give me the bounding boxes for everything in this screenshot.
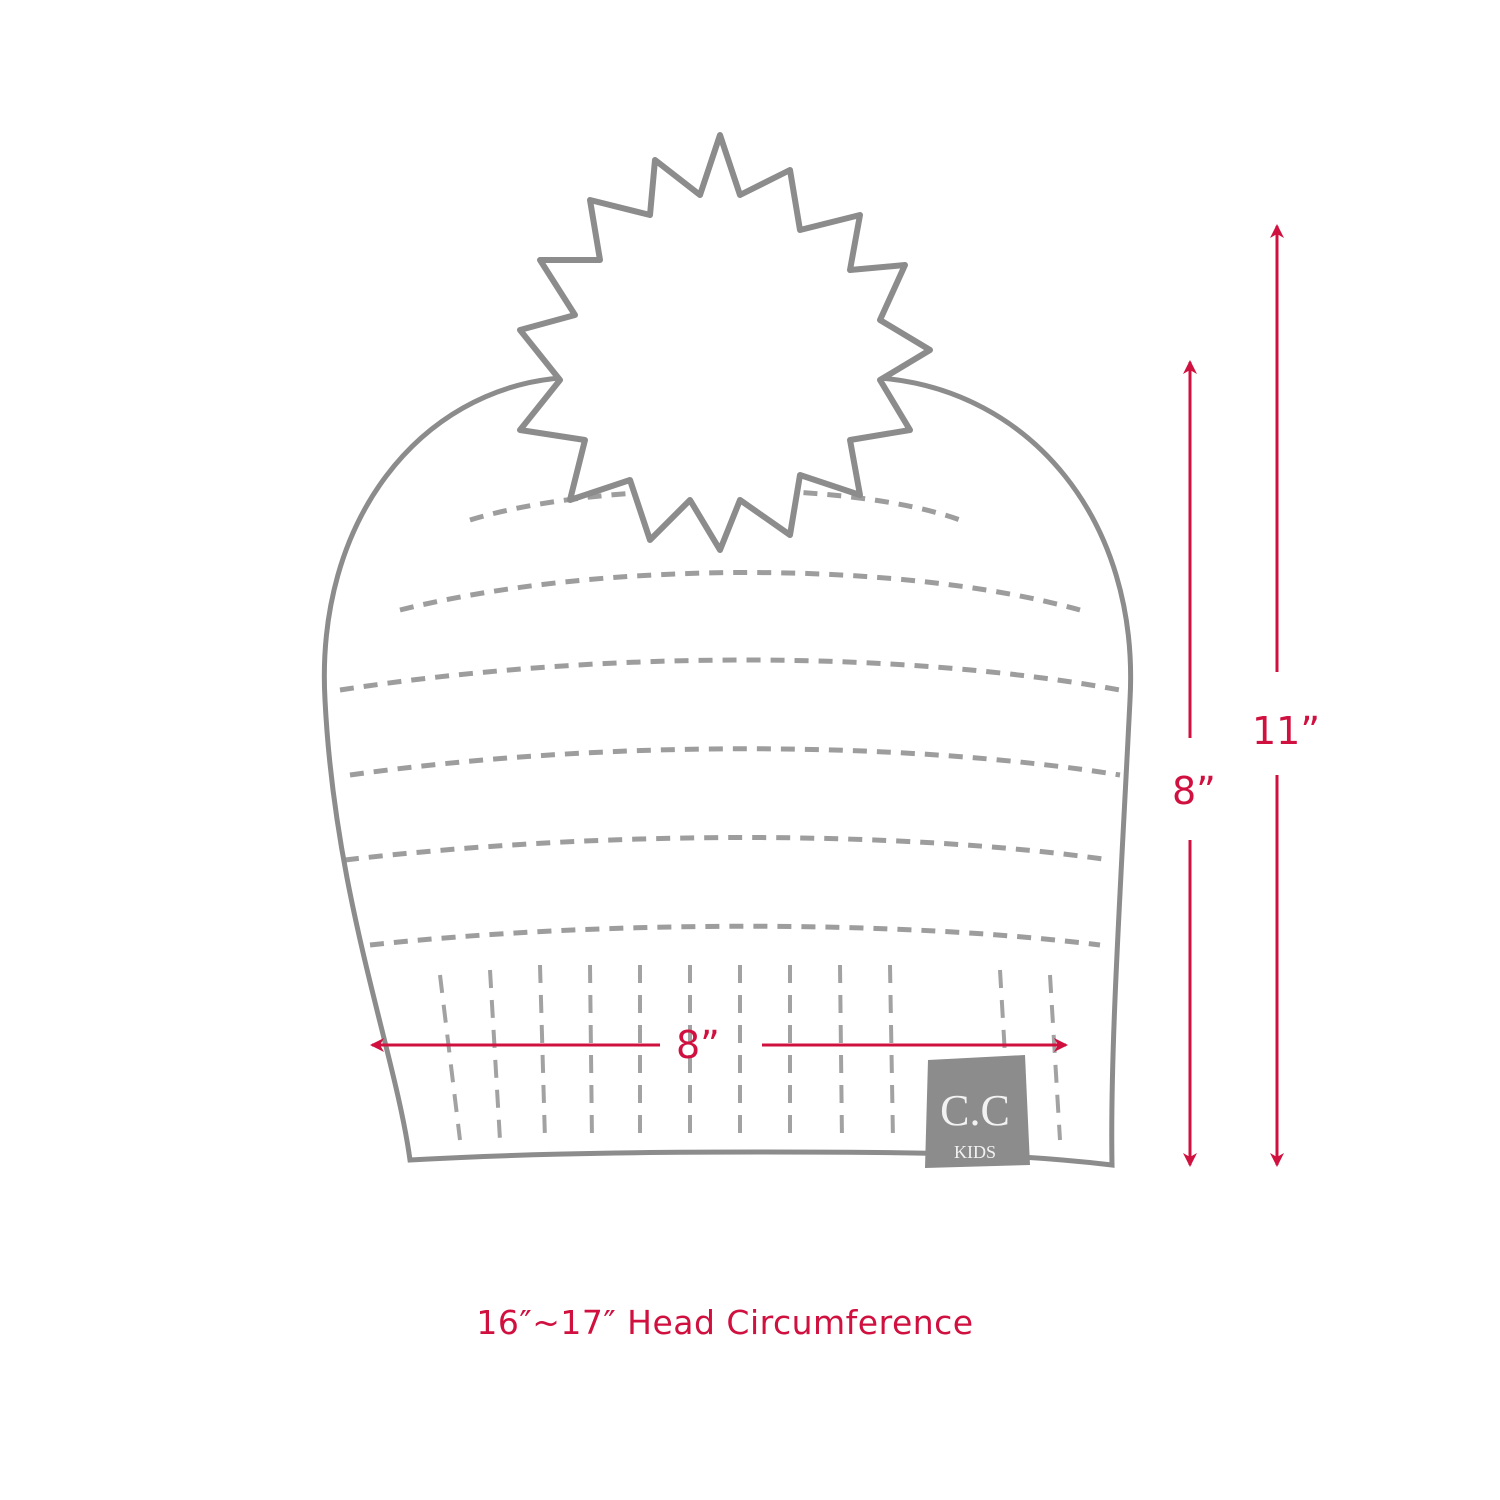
knit-texture bbox=[339, 487, 1121, 948]
total-height-label: 11” bbox=[1252, 709, 1321, 753]
dimension-arrows bbox=[370, 224, 1284, 1167]
cc-kids-logo: C.C KIDS bbox=[925, 1055, 1030, 1168]
pom-pom bbox=[517, 132, 933, 553]
rib-lines bbox=[438, 964, 1062, 1141]
brim-height-label: 8” bbox=[1172, 769, 1216, 813]
svg-text:KIDS: KIDS bbox=[954, 1142, 996, 1162]
svg-text:C.C: C.C bbox=[940, 1086, 1010, 1135]
beanie-outline bbox=[321, 375, 1134, 1168]
head-circumference-caption: 16″~17″ Head Circumference bbox=[476, 1303, 974, 1342]
width-label: 8” bbox=[676, 1023, 720, 1067]
